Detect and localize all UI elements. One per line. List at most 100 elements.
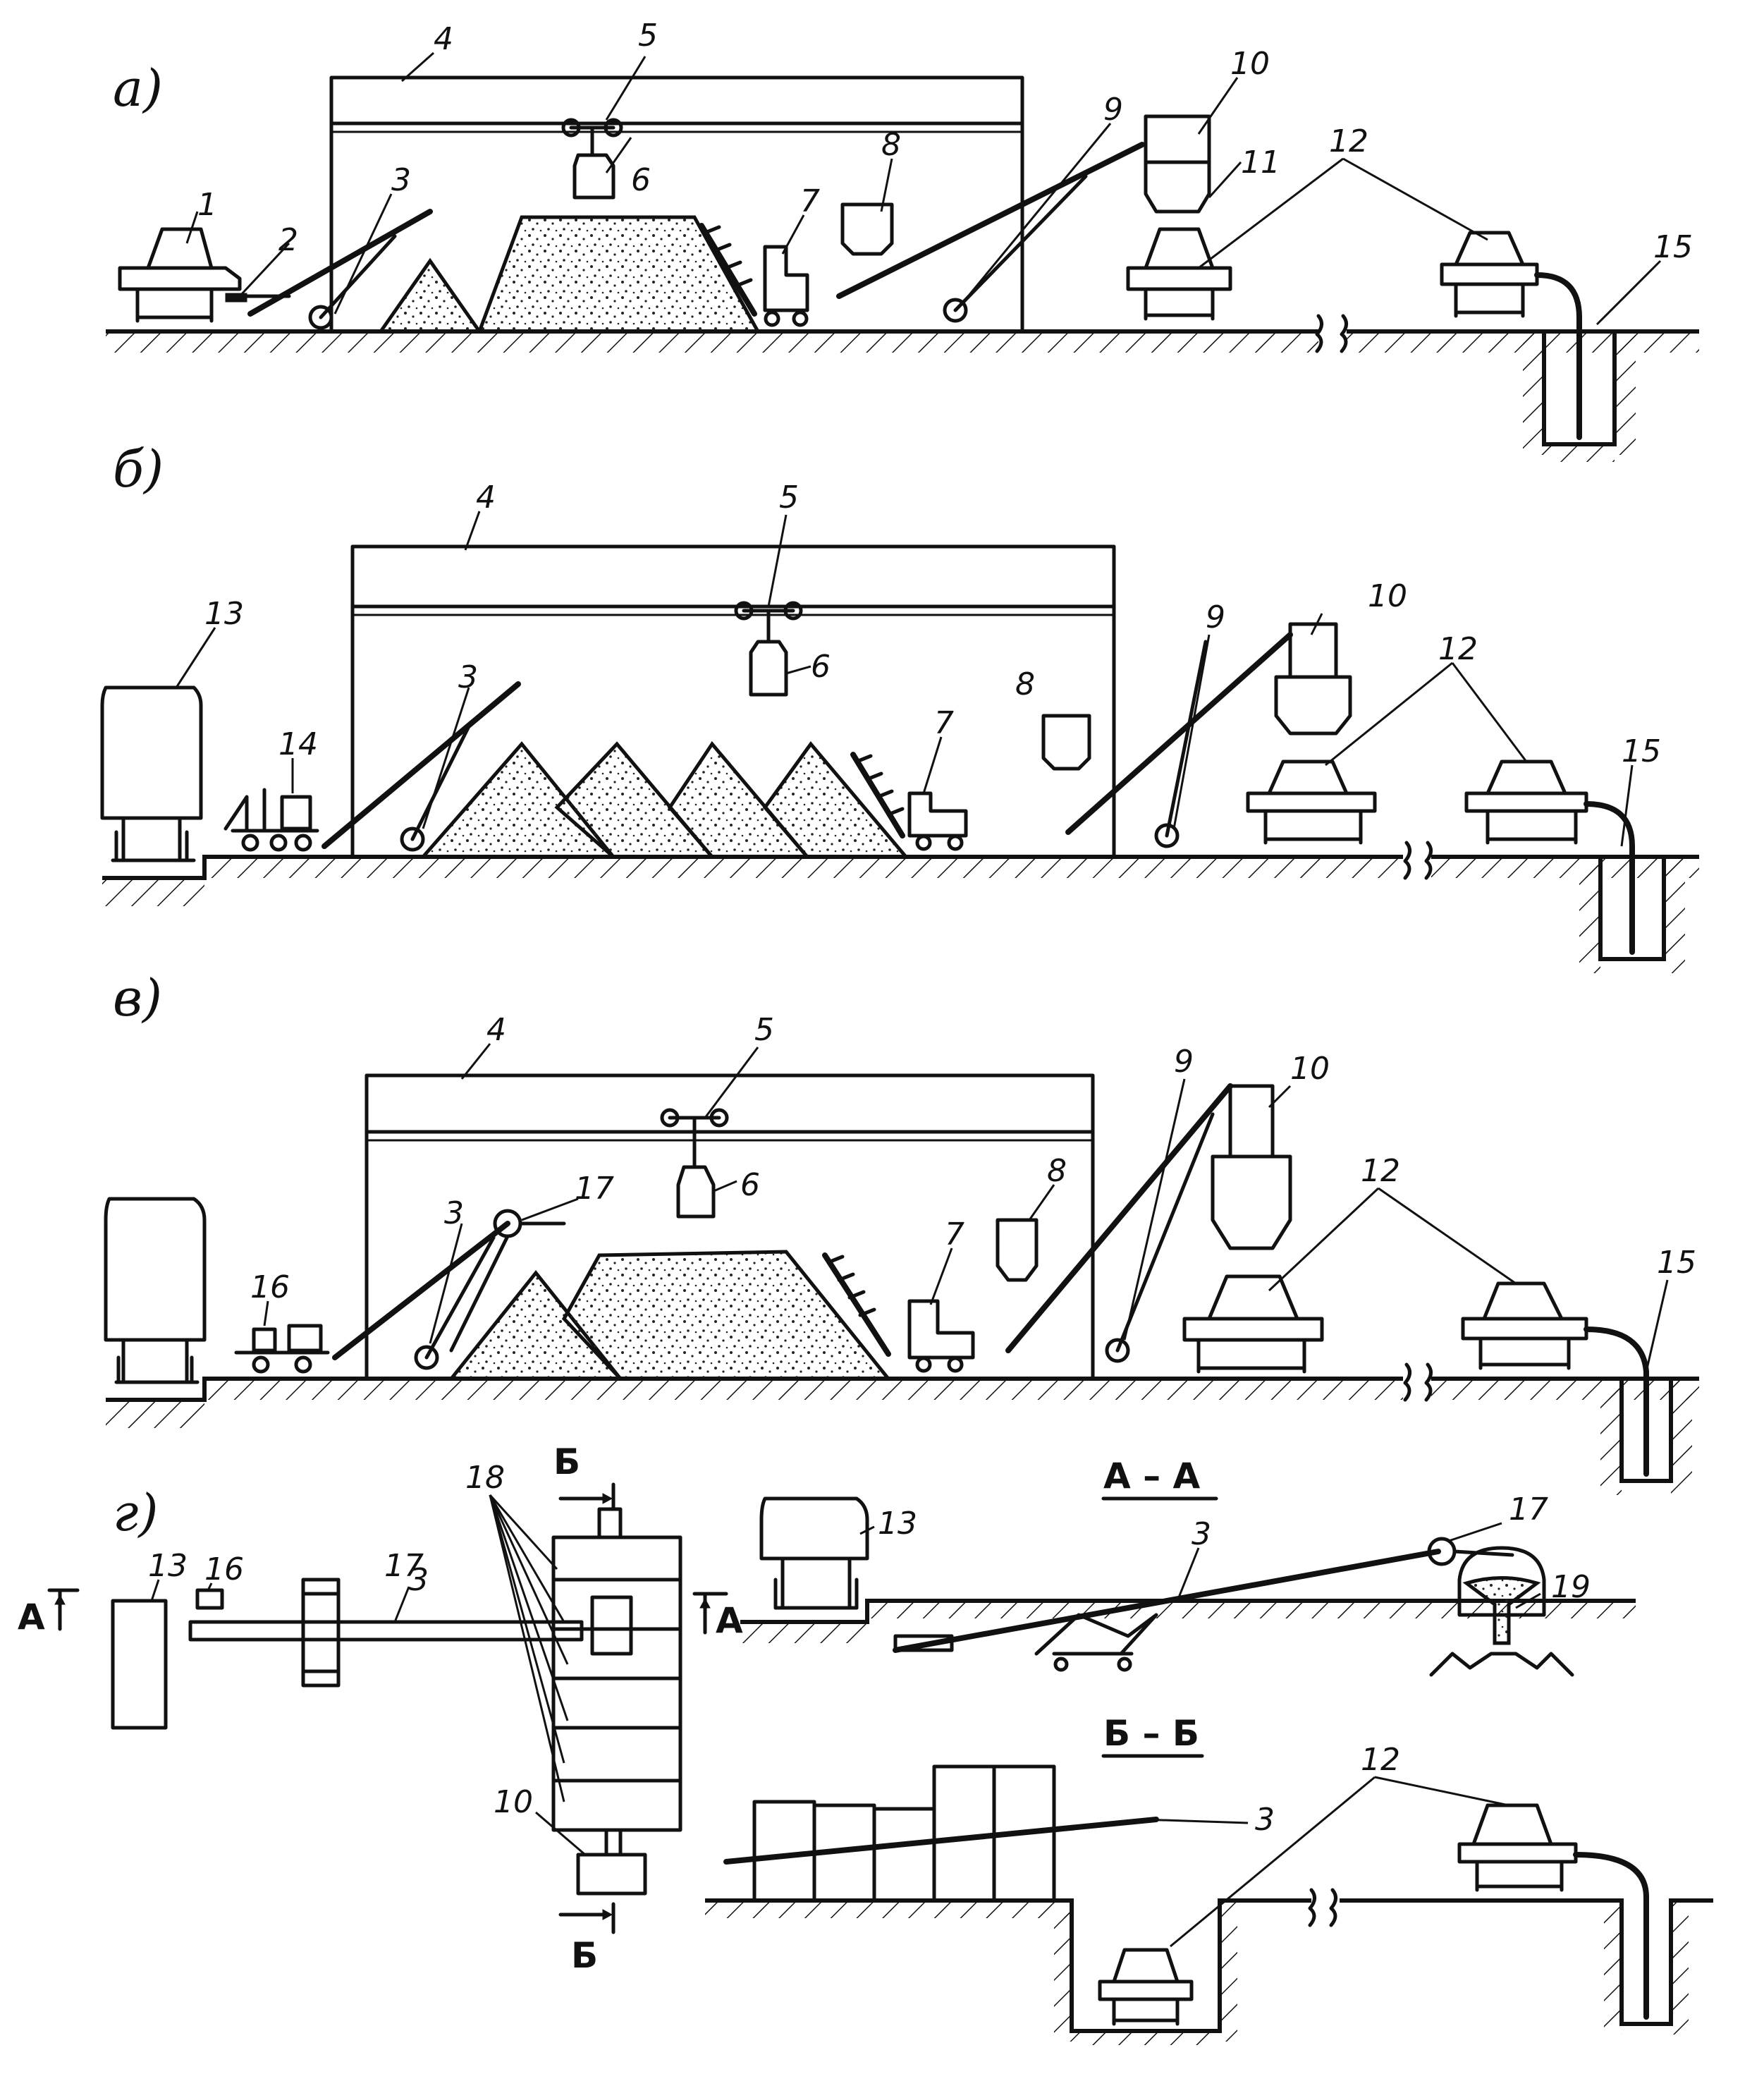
pile-small-a: [377, 257, 483, 334]
svg-text:Б: Б: [571, 1935, 598, 1976]
plan-callout-10: 10: [494, 1784, 533, 1820]
loader-7-v: [822, 1252, 975, 1373]
conveyor-3-a: [247, 209, 433, 330]
piles-b: [419, 740, 910, 859]
panel-b: б): [100, 439, 1699, 973]
plan-callout-13: 13: [148, 1548, 188, 1584]
callout-9: 9: [1103, 92, 1123, 128]
callout-7: 7: [945, 1216, 964, 1252]
ground-v: [106, 1362, 1699, 1495]
plan-callout-18: 18: [465, 1460, 505, 1496]
callout-leaders-v: [263, 1043, 1669, 1372]
plan-callout-3: 3: [409, 1562, 429, 1598]
tank-car-12-v2: [1461, 1281, 1649, 1477]
loader-7-b: [850, 752, 968, 851]
section-aa-title: А – А: [1103, 1456, 1201, 1496]
railcar-13-b: [100, 685, 203, 862]
svg-text:Б: Б: [553, 1441, 580, 1482]
callout-leaders-b: [175, 511, 1634, 847]
section-aa: А – А: [740, 1456, 1636, 1677]
railcar-v: [104, 1197, 207, 1384]
panel-a: а): [106, 18, 1699, 462]
callout-10: 10: [1368, 578, 1407, 614]
cut-mark-a-left: А: [18, 1588, 80, 1637]
callout-12: 12: [1438, 631, 1478, 667]
callout-14: 14: [278, 726, 318, 762]
callout-10: 10: [1230, 46, 1270, 82]
callout-4: 4: [434, 21, 453, 57]
callout-3: 3: [444, 1195, 464, 1231]
callout-12: 12: [1361, 1153, 1400, 1189]
panel-v: в): [104, 968, 1699, 1495]
callout-9: 9: [1174, 1044, 1194, 1080]
hopper-8-a: [840, 202, 894, 256]
callout-15: 15: [1657, 1245, 1696, 1281]
callout-11: 11: [1241, 145, 1280, 181]
aa-railcar-13: [759, 1496, 869, 1610]
cut-mark-b-top: Б: [553, 1441, 615, 1511]
svg-text:А: А: [18, 1597, 45, 1637]
aa-hopper-19: [1429, 1546, 1574, 1677]
callout-9: 9: [1206, 599, 1225, 635]
aa-conveyor-3: [893, 1537, 1514, 1672]
aa-callout-3: 3: [1192, 1516, 1211, 1552]
callout-10: 10: [1290, 1051, 1330, 1087]
panel-g: г) Б: [18, 1441, 1713, 2045]
callout-3: 3: [391, 162, 411, 198]
callout-5: 5: [779, 480, 799, 516]
piles-v: [447, 1250, 893, 1381]
section-bb-title: Б – Б: [1103, 1713, 1199, 1754]
panel-label-v: в): [113, 968, 162, 1027]
callout-5: 5: [754, 1012, 774, 1048]
grab-crane-b: [734, 601, 803, 697]
cut-mark-b-bottom: Б: [558, 1902, 615, 1976]
plan-callout-17: 17: [384, 1548, 424, 1584]
callout-17: 17: [575, 1171, 614, 1207]
aa-callout-19: 19: [1551, 1569, 1591, 1605]
conveyor-9-a: [836, 142, 1145, 323]
callout-6: 6: [811, 649, 831, 685]
conveyor-9-b: [1065, 632, 1293, 848]
silo-10-v: [1211, 1084, 1292, 1250]
callout-5: 5: [638, 18, 658, 54]
callout-15: 15: [1622, 733, 1661, 769]
unloader-16-v: [234, 1324, 330, 1374]
hopper-8-v: [996, 1218, 1039, 1282]
callout-4: 4: [486, 1012, 506, 1048]
panel-label-g: г): [113, 1483, 158, 1542]
tank-car-12-b1: [1246, 760, 1377, 845]
callout-6: 6: [631, 162, 651, 198]
callout-7: 7: [934, 705, 954, 741]
callout-leaders-a: [185, 51, 1662, 326]
tank-car-12-a1: [1126, 227, 1232, 321]
tank-car-12-v1: [1182, 1274, 1324, 1374]
plan-unit-17: [301, 1578, 341, 1688]
svg-text:А: А: [716, 1600, 743, 1641]
callout-1: 1: [197, 187, 217, 223]
ground-a: [106, 314, 1699, 462]
bb-callout-3: 3: [1255, 1802, 1275, 1838]
plan-silo-10: [576, 1853, 647, 1896]
grab-crane-a: [561, 118, 623, 200]
plan-callout-16: 16: [204, 1551, 244, 1587]
callout-16: 16: [250, 1269, 290, 1305]
bb-callout-12: 12: [1361, 1742, 1400, 1778]
callout-3: 3: [458, 659, 478, 695]
section-bb: Б – Б: [705, 1713, 1713, 2045]
truck-1-a: [118, 227, 291, 323]
tank-car-12-a2: [1440, 231, 1582, 440]
bb-tank-car-12-pit: [1098, 1948, 1194, 2026]
ground-b: [102, 841, 1699, 973]
callout-7: 7: [800, 183, 820, 219]
plan-view: Б Б А А: [18, 1441, 743, 1976]
plan-unloader-16: [195, 1588, 224, 1610]
callout-8: 8: [881, 127, 901, 163]
callout-numbers-a: 1 2 3 4 5 6 7 8 9 10 11 12 15: [197, 18, 1693, 265]
unloader-14-b: [223, 788, 319, 852]
panel-label-b: б): [113, 439, 164, 499]
callout-6: 6: [740, 1167, 760, 1203]
silo-10-b: [1274, 622, 1352, 736]
callout-4: 4: [476, 480, 496, 516]
panel-label-a: а): [113, 59, 163, 118]
